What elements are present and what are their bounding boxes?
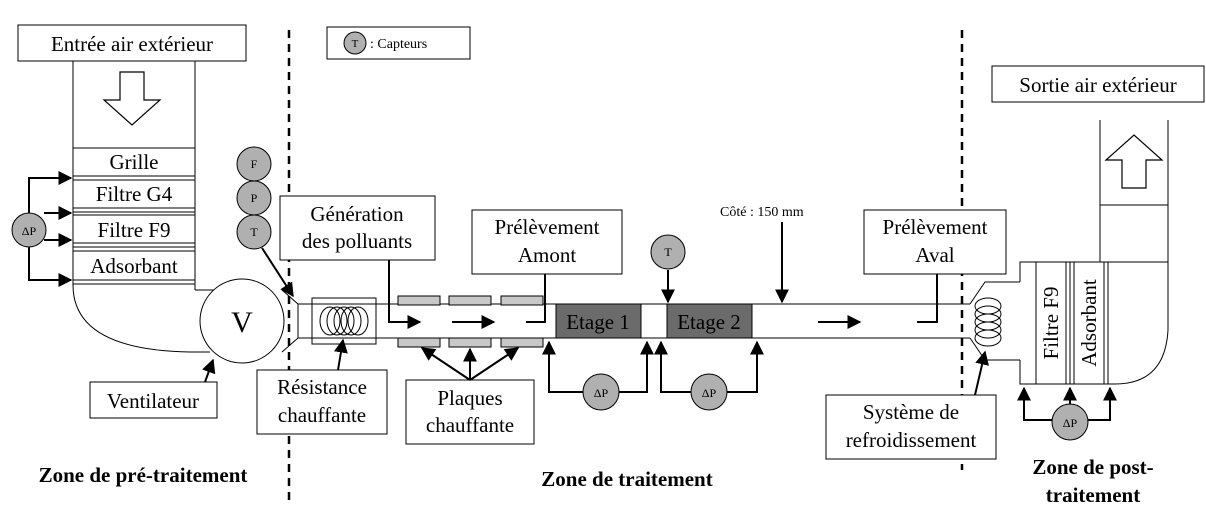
inlet-title: Entrée air extérieur — [51, 32, 213, 56]
sampling-up-probe — [526, 274, 546, 323]
stage-2-label: Etage 2 — [677, 310, 741, 334]
stage-dp-connectors — [542, 340, 764, 393]
zone-post-label-line1: Zone de post- — [1032, 455, 1153, 479]
sampling-up-line2: Amont — [518, 243, 577, 267]
legend-text: : Capteurs — [370, 37, 427, 52]
layer-filter-f9: Filtre F9 — [98, 218, 171, 242]
duct-side-label: Côté : 150 mm — [720, 205, 804, 220]
stage2-dp-label: ΔP — [702, 386, 717, 400]
stage-1-label: Etage 1 — [566, 310, 630, 334]
heater-label-arrow — [334, 338, 348, 371]
outlet-housing — [1019, 261, 1169, 385]
outlet-filter — [1035, 261, 1067, 385]
pressure-sensor-label: P — [251, 191, 258, 205]
sampling-down-line1: Prélèvement — [883, 215, 988, 239]
flow-sensor-label: F — [251, 157, 258, 171]
heater-label-line2: chauffante — [278, 403, 366, 427]
fan-label: Ventilateur — [107, 389, 199, 413]
stage-1 — [555, 303, 642, 339]
outlet-filter-label: Filtre F9 — [1039, 287, 1063, 360]
cooling-coil-icon — [974, 297, 1002, 347]
inlet-dp-connectors — [28, 171, 73, 287]
middle-temperature-label: T — [664, 245, 672, 259]
inlet-elbow — [72, 284, 210, 353]
outlet-dp-sensor — [1051, 403, 1089, 441]
sampling-up-line1: Prélèvement — [495, 215, 600, 239]
inlet-layers — [72, 147, 196, 285]
outlet-title-box — [991, 65, 1205, 103]
fan-label-arrow — [202, 358, 216, 383]
layer-adsorbent: Adsorbant — [90, 254, 178, 278]
plates-label-box — [405, 379, 535, 445]
sampling-up-box — [471, 209, 623, 275]
fan-symbol: V — [231, 306, 253, 339]
sampling-down-probe — [917, 274, 938, 323]
stage1-dp-label: ΔP — [594, 386, 609, 400]
layer-grille: Grille — [110, 150, 159, 174]
legend-symbol: T — [352, 38, 359, 50]
pollutant-arrow — [388, 260, 422, 329]
sampling-down-box — [863, 209, 1007, 275]
cooling-line2: refroidissement — [846, 428, 977, 452]
plates-line2: chauffante — [426, 413, 514, 437]
pollutant-line2: des polluants — [302, 229, 412, 253]
stage1-dp-sensor — [582, 373, 620, 411]
inlet-arrow-icon — [102, 71, 162, 126]
temperature-sensor-label: T — [250, 225, 258, 239]
heater-label-line1: Résistance — [277, 375, 367, 399]
outlet-adsorbent-label: Adsorbant — [1077, 279, 1101, 367]
layer-filter-g4: Filtre G4 — [96, 182, 173, 206]
outlet-adsorbent — [1073, 261, 1105, 385]
outlet-arrow-icon — [1104, 134, 1164, 189]
plates-line1: Plaques — [437, 386, 502, 410]
inlet-dp-sensor — [11, 212, 47, 248]
cooling-label-box — [825, 394, 997, 460]
outlet-dp-label: ΔP — [1063, 416, 1078, 430]
middle-temperature-sensor — [650, 234, 686, 270]
pollutant-line1: Génération — [310, 202, 404, 226]
temperature-sensor — [236, 214, 272, 250]
inlet-box: Entrée air extérieur — [17, 24, 247, 62]
stage2-dp-sensor — [690, 373, 728, 411]
plates-arrows — [420, 347, 520, 381]
outlet-dp-connectors — [1017, 386, 1117, 421]
zone-post-label-line2: traitement — [1046, 483, 1140, 507]
cooling-arrow — [974, 350, 989, 396]
sampling-down-line2: Aval — [915, 243, 954, 267]
zone-pre-label: Zone de pré-traitement — [39, 463, 248, 487]
stage-2 — [666, 303, 753, 339]
heater-label-box — [256, 369, 388, 435]
fan-label-box — [89, 381, 218, 419]
sensor-legend: T : Capteurs — [326, 26, 471, 60]
fan-icon — [199, 278, 285, 364]
cooling-line1: Système de — [863, 400, 959, 424]
outlet-title: Sortie air extérieur — [1019, 73, 1176, 97]
inlet-dp-label: ΔP — [22, 224, 37, 238]
fpt-sensor-arrow — [261, 247, 294, 298]
heater-coil-icon — [311, 297, 377, 345]
pollutant-label-box — [279, 195, 436, 261]
zone-main-label: Zone de traitement — [541, 467, 712, 491]
